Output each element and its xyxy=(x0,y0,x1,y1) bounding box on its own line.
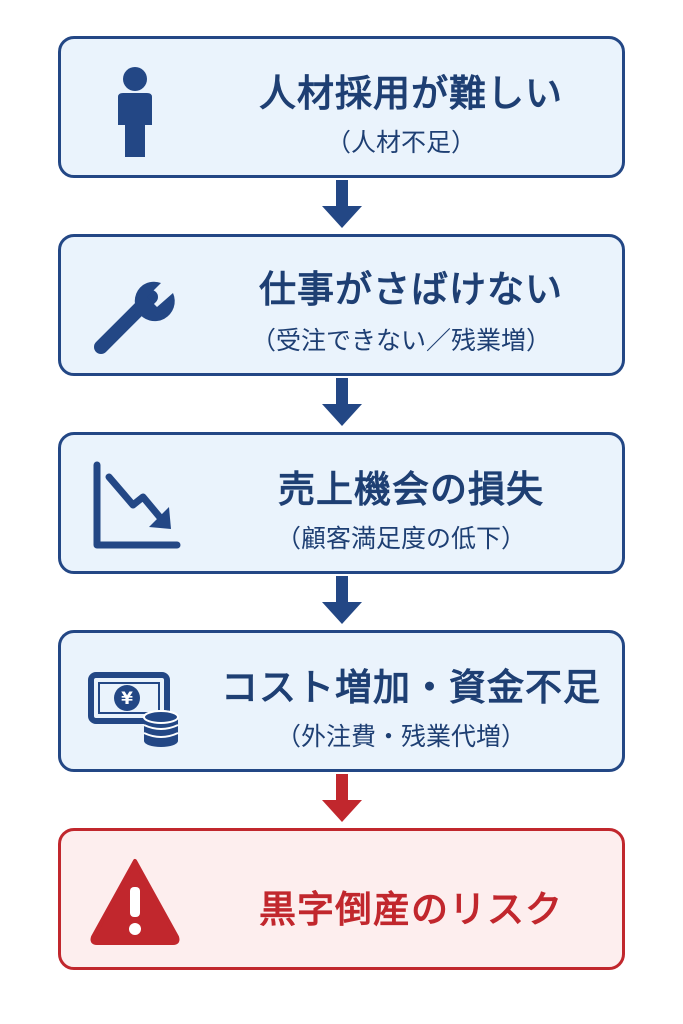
step-box-2: 仕事がさばけない （受注できない／残業増） xyxy=(58,234,625,376)
down-arrow-icon xyxy=(322,378,362,426)
step-subtitle: （顧客満足度の低下） xyxy=(275,524,526,553)
down-arrow-icon xyxy=(322,774,362,822)
step-subtitle: （人材不足） xyxy=(325,128,476,157)
down-arrow-icon xyxy=(322,576,362,624)
step-title: 黒字倒産のリスク xyxy=(259,888,563,931)
step-subtitle: （外注費・残業代増） xyxy=(275,722,526,751)
step-title: 仕事がさばけない xyxy=(259,268,563,311)
step-title: 人材採用が難しい xyxy=(259,72,563,115)
person-icon xyxy=(118,67,152,157)
step-box-4: ¥ コスト増加・資金不足 （外注費・残業代増） xyxy=(58,630,625,772)
step-box-5: 黒字倒産のリスク xyxy=(58,828,625,970)
svg-text:¥: ¥ xyxy=(121,689,133,709)
step-title: コスト増加・資金不足 xyxy=(221,666,601,709)
step-title: 売上機会の損失 xyxy=(278,468,544,511)
step-subtitle: （受注できない／残業増） xyxy=(250,326,551,355)
down-arrow-icon xyxy=(322,180,362,228)
warning-icon xyxy=(90,859,180,945)
declining-chart-icon xyxy=(93,461,181,549)
step-box-1: 人材採用が難しい （人材不足） xyxy=(58,36,625,178)
money-coins-icon: ¥ xyxy=(88,672,179,747)
wrench-icon xyxy=(94,281,175,354)
step-box-3: 売上機会の損失 （顧客満足度の低下） xyxy=(58,432,625,574)
